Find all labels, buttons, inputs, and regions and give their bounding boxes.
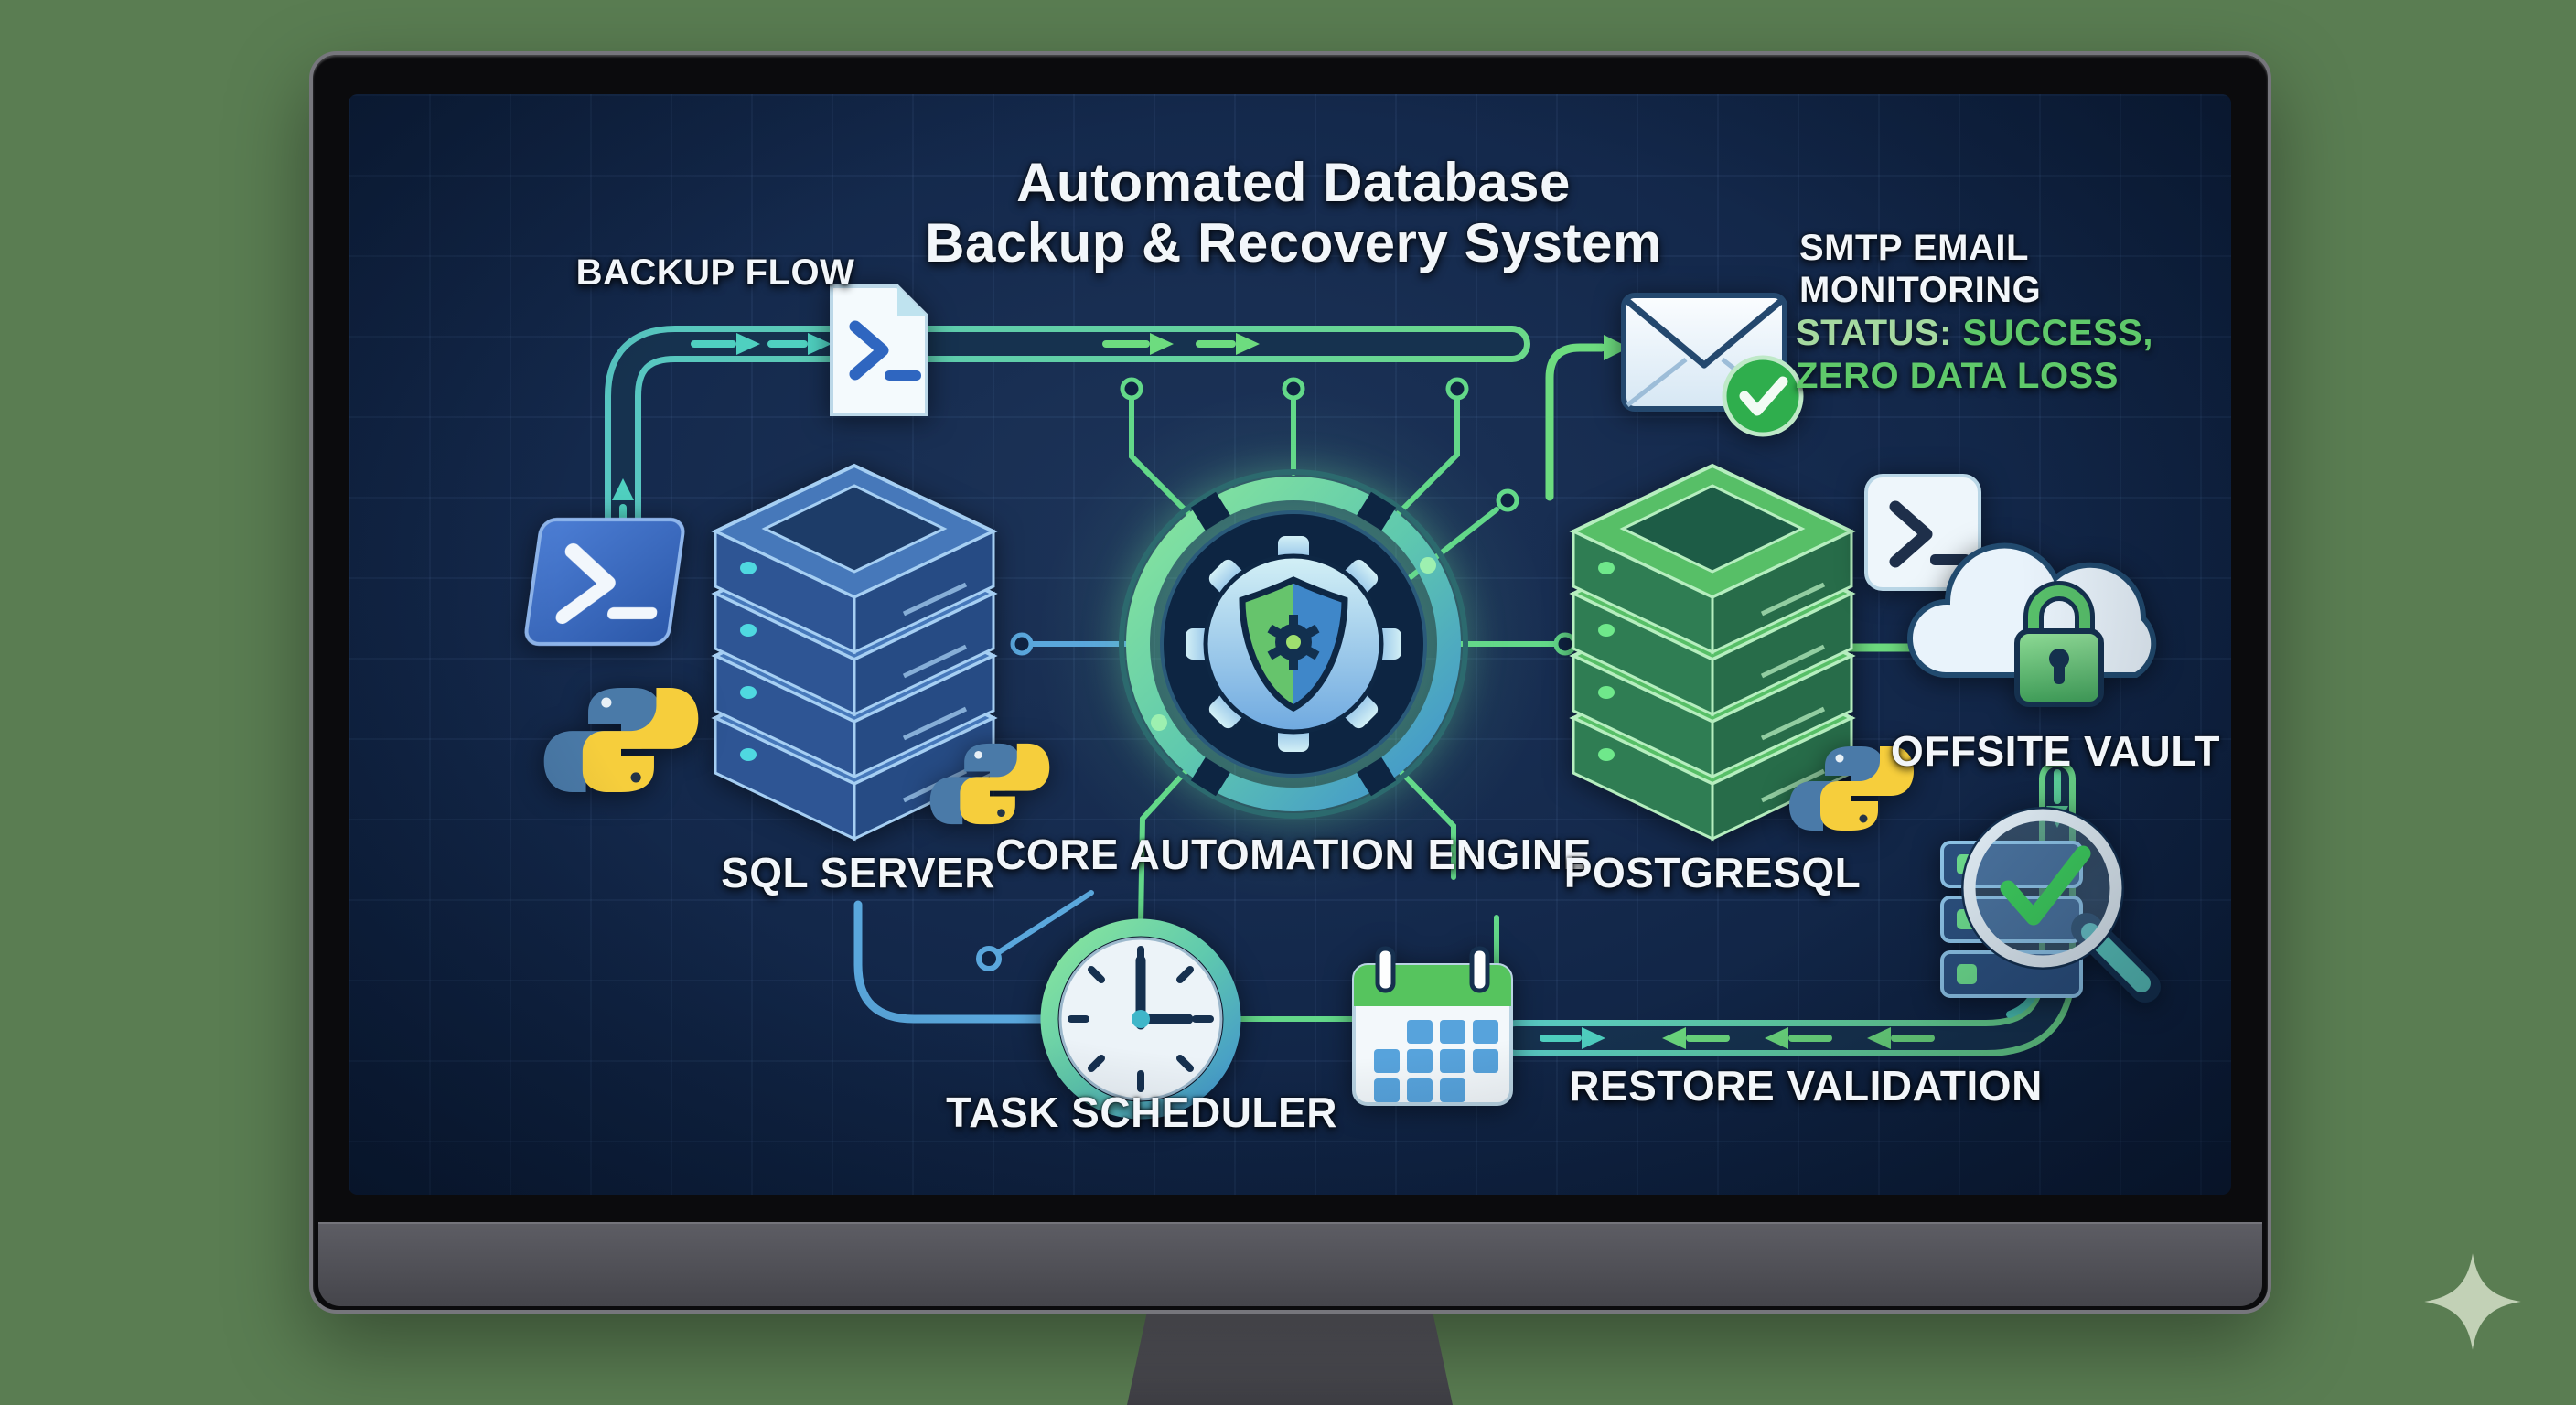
monitor: Automated Database Backup & Recovery Sys… — [309, 51, 2271, 1314]
envelope-checkmark-icon — [1621, 293, 1804, 437]
diagram-title: Automated Database Backup & Recovery Sys… — [925, 153, 1662, 273]
status-value-line1: SUCCESS, — [1962, 313, 2154, 353]
label-postgresql: POSTGRESQL — [1563, 849, 1862, 896]
core-gear-shield-icon — [1119, 469, 1468, 819]
cloud-padlock-icon — [1907, 542, 2157, 707]
label-smtp-monitoring: SMTP EMAIL MONITORING — [1799, 228, 2042, 310]
label-core-engine: CORE AUTOMATION ENGINE — [995, 831, 1592, 878]
diagram-canvas — [524, 284, 2161, 1120]
server-magnifier-check-icon — [1940, 807, 2161, 1003]
backup-pipe — [605, 326, 1530, 570]
monitor-stand — [1127, 1299, 1453, 1405]
title-line2: Backup & Recovery System — [925, 212, 1662, 273]
circuit-traces — [1120, 377, 1577, 1022]
label-offsite-vault: OFFSITE VAULT — [1891, 727, 2220, 775]
circuit-traces-blue — [853, 632, 1133, 1024]
status-text: STATUS: SUCCESS, ZERO DATA LOSS — [1796, 312, 2153, 398]
powershell-light-icon — [1864, 474, 1981, 591]
powershell-icon — [524, 518, 685, 646]
screen: Automated Database Backup & Recovery Sys… — [349, 94, 2231, 1195]
monitor-chin — [318, 1222, 2262, 1306]
status-prefix: STATUS: — [1796, 313, 1952, 353]
title-line1: Automated Database — [1016, 152, 1571, 213]
sparkle-icon — [2424, 1253, 2521, 1350]
status-value-line2: ZERO DATA LOSS — [1796, 356, 2119, 396]
label-backup-flow: BACKUP FLOW — [575, 252, 855, 293]
label-sql-server: SQL SERVER — [721, 849, 995, 896]
calendar-icon — [1352, 946, 1513, 1106]
powershell-script-file-icon — [830, 284, 928, 416]
clock-icon — [1040, 918, 1241, 1120]
python-icon-left — [543, 687, 699, 793]
label-restore-validation: RESTORE VALIDATION — [1569, 1062, 2043, 1110]
label-task-scheduler: TASK SCHEDULER — [946, 1089, 1337, 1136]
